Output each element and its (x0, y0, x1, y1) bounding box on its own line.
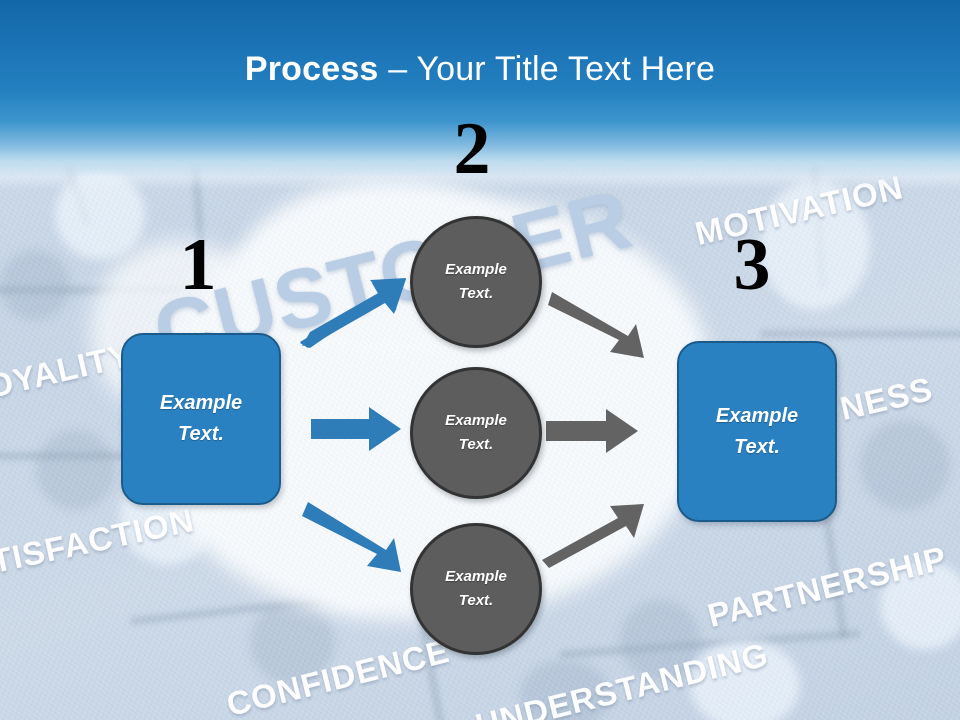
puzzle-knob (860, 420, 950, 510)
page-title-bold: Process (244, 50, 379, 88)
step-number-3: 3 (733, 224, 771, 306)
puzzle-seam (0, 452, 220, 460)
step-number-1: 1 (179, 224, 217, 306)
process-circle-bottom-label-line2: Text. (458, 592, 494, 609)
process-circle-bottom-label: Example Text. (445, 565, 507, 613)
puzzle-knob (0, 250, 70, 320)
process-circle-bottom-label-line1: Example (445, 568, 507, 585)
arrow-left-to-bottom (302, 498, 407, 578)
process-circle-top[interactable]: Example Text. (410, 216, 542, 348)
process-circle-top-label: Example Text. (445, 258, 507, 306)
puzzle-knob (690, 640, 800, 720)
process-box-right[interactable]: Example Text. (677, 341, 837, 522)
process-circle-middle-label: Example Text. (445, 409, 507, 457)
process-circle-top-label-line2: Text. (458, 285, 494, 302)
puzzle-knob (620, 600, 700, 680)
puzzle-knob (250, 600, 335, 685)
puzzle-knob (36, 430, 116, 510)
arrow-middle-to-right (546, 406, 640, 456)
puzzle-seam (760, 330, 960, 338)
process-box-left-label-line2: Text. (178, 423, 224, 445)
process-box-right-label: Example Text. (716, 401, 798, 463)
arrow-bottom-to-right (538, 498, 644, 570)
step-number-2: 2 (453, 108, 491, 190)
puzzle-knob (520, 660, 610, 720)
process-box-left-label-line1: Example (159, 392, 243, 414)
process-circle-top-label-line1: Example (445, 261, 507, 278)
puzzle-knob (760, 180, 870, 310)
process-box-left-label: Example Text. (160, 388, 242, 450)
page-title: Process – Your Title Text Here (0, 50, 960, 89)
arrow-left-to-top (296, 276, 411, 356)
process-circle-middle-label-line2: Text. (458, 436, 494, 453)
process-circle-bottom[interactable]: Example Text. (410, 523, 542, 655)
process-circle-middle-label-line1: Example (445, 412, 507, 429)
process-circle-middle[interactable]: Example Text. (410, 367, 542, 499)
arrow-top-to-right (548, 288, 653, 366)
arrow-left-to-middle (311, 404, 403, 454)
process-box-right-label-line2: Text. (734, 435, 780, 458)
process-box-left[interactable]: Example Text. (121, 333, 281, 505)
process-box-right-label-line1: Example (715, 404, 799, 427)
puzzle-knob (880, 560, 960, 650)
page-title-rest: – Your Title Text Here (378, 50, 716, 88)
